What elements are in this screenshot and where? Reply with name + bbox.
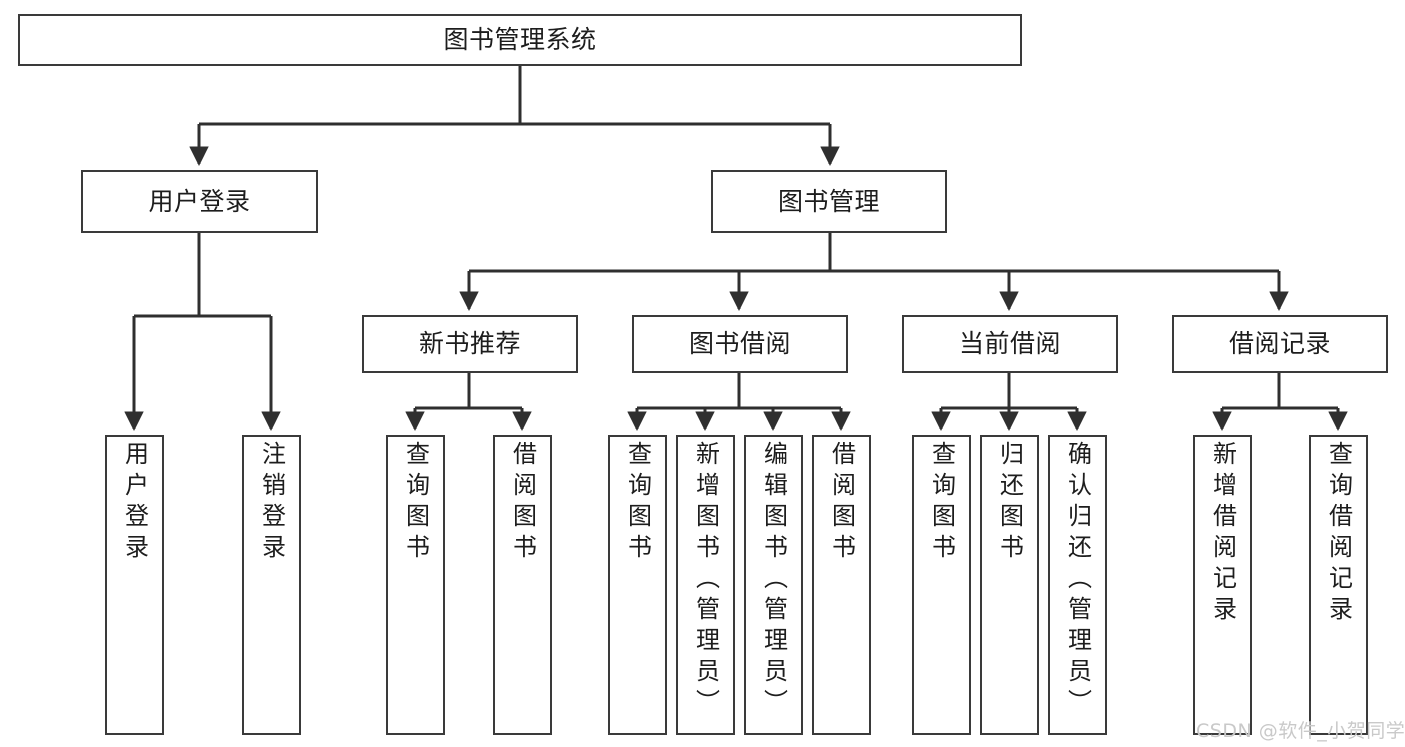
node-label: 借阅记录 <box>1228 329 1331 358</box>
node-book-borrow[interactable]: 图书借阅 <box>632 315 848 373</box>
node-label: 图书借阅 <box>688 329 791 358</box>
leaf-borrow-edit-book[interactable]: 编辑图书（管理员） <box>744 435 803 735</box>
leaf-current-return-book[interactable]: 归还图书 <box>980 435 1039 735</box>
node-current-borrow[interactable]: 当前借阅 <box>902 315 1118 373</box>
node-root-system[interactable]: 图书管理系统 <box>18 14 1022 66</box>
node-new-book-recommend[interactable]: 新书推荐 <box>362 315 578 373</box>
node-label: 查询图书 <box>927 441 956 565</box>
node-label: 借阅图书 <box>827 441 856 565</box>
leaf-borrow-borrow-book[interactable]: 借阅图书 <box>812 435 871 735</box>
node-label: 新增图书（管理员） <box>691 441 720 720</box>
leaf-new-book-borrow[interactable]: 借阅图书 <box>493 435 552 735</box>
leaf-record-query[interactable]: 查询借阅记录 <box>1309 435 1368 735</box>
node-label: 用户登录 <box>148 186 251 216</box>
node-user-login[interactable]: 用户登录 <box>81 170 318 233</box>
node-label: 当前借阅 <box>958 329 1061 358</box>
leaf-new-book-query[interactable]: 查询图书 <box>386 435 445 735</box>
node-label: 查询借阅记录 <box>1324 441 1353 627</box>
leaf-current-query-book[interactable]: 查询图书 <box>912 435 971 735</box>
node-label: 确认归还（管理员） <box>1063 441 1092 720</box>
leaf-current-confirm-return[interactable]: 确认归还（管理员） <box>1048 435 1107 735</box>
leaf-record-add[interactable]: 新增借阅记录 <box>1193 435 1252 735</box>
node-label: 新增借阅记录 <box>1208 441 1237 627</box>
node-label: 用户登录 <box>120 441 149 565</box>
node-label: 借阅图书 <box>508 441 537 565</box>
node-label: 查询图书 <box>623 441 652 565</box>
node-label: 新书推荐 <box>418 329 521 358</box>
leaf-borrow-add-book[interactable]: 新增图书（管理员） <box>676 435 735 735</box>
node-book-management[interactable]: 图书管理 <box>711 170 947 233</box>
node-label: 编辑图书（管理员） <box>759 441 788 720</box>
node-label: 查询图书 <box>401 441 430 565</box>
node-label: 图书管理 <box>777 186 880 216</box>
node-label: 注销登录 <box>257 441 286 565</box>
leaf-user-login-login[interactable]: 用户登录 <box>105 435 164 735</box>
leaf-borrow-query-book[interactable]: 查询图书 <box>608 435 667 735</box>
node-label: 归还图书 <box>995 441 1024 565</box>
node-label: 图书管理系统 <box>443 25 597 54</box>
node-borrow-record[interactable]: 借阅记录 <box>1172 315 1388 373</box>
csdn-watermark: CSDN @软件_小贺同学 <box>1196 720 1405 742</box>
leaf-user-login-logout[interactable]: 注销登录 <box>242 435 301 735</box>
